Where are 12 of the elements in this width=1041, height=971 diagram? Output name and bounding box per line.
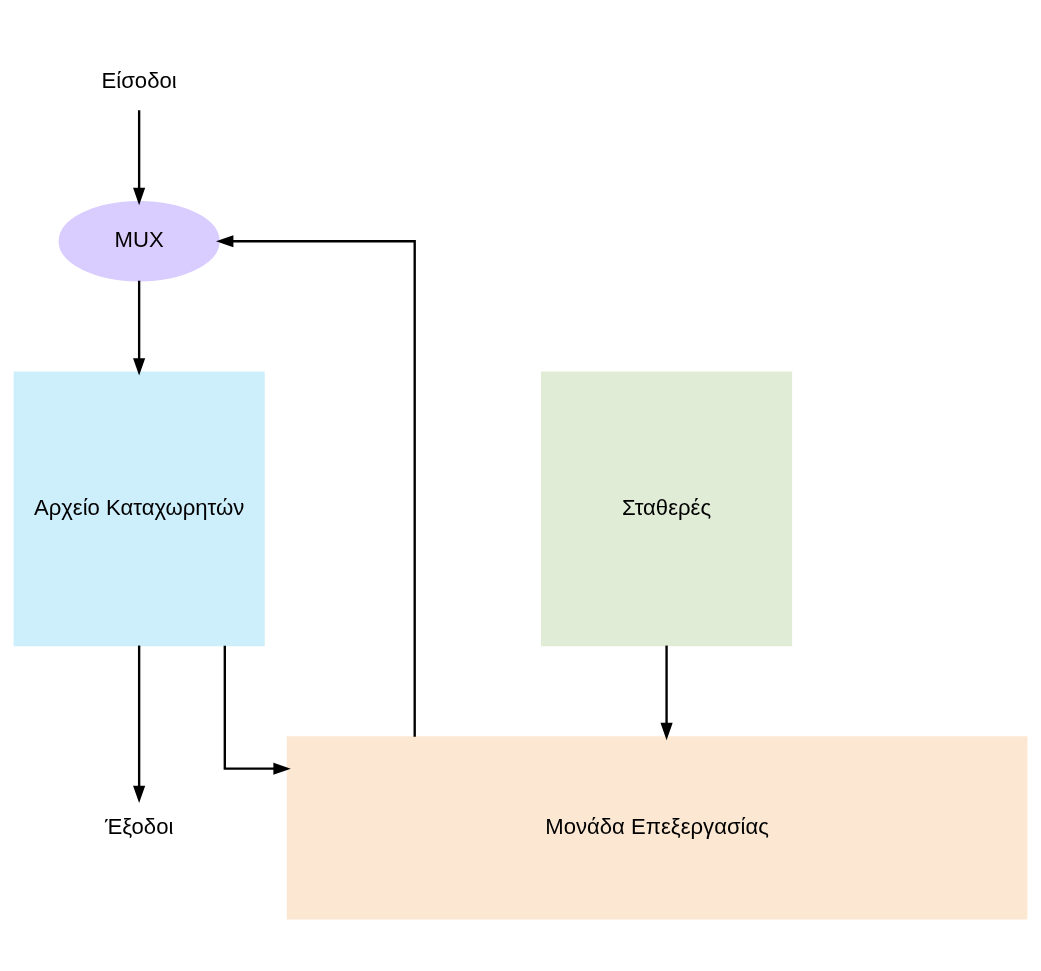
node-text: Είσοδοι (101, 67, 177, 93)
arrow (133, 645, 146, 803)
arrow (216, 234, 416, 737)
arrow (133, 109, 146, 205)
node-box: Σταθερές (541, 371, 793, 646)
arrow (660, 645, 673, 740)
node-text: Έξοδοι (104, 813, 174, 839)
arrow (223, 645, 291, 775)
node-ellipse: MUX (58, 200, 220, 281)
node-box: Μονάδα Επεξεργασίας (286, 735, 1028, 919)
node-box: Αρχείο Καταχωρητών (13, 371, 265, 646)
arrow (133, 280, 146, 376)
